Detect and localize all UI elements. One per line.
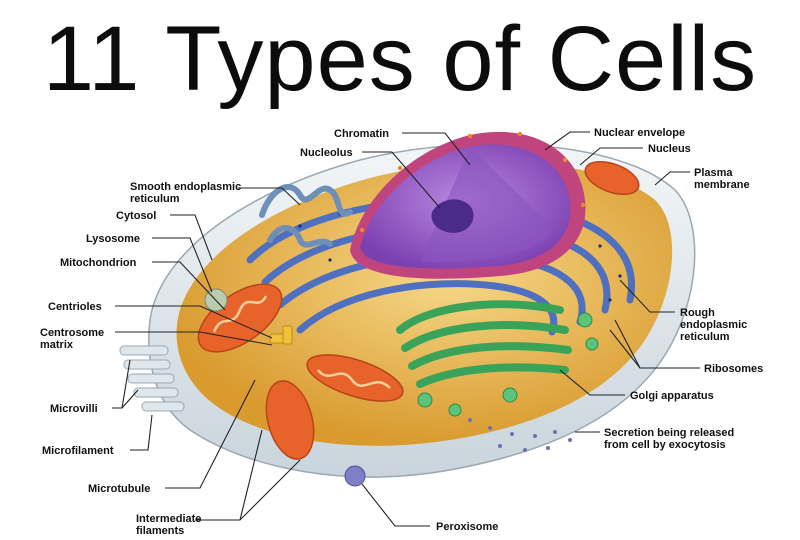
label-peroxisome: Peroxisome xyxy=(436,521,498,533)
label-centrosome-matrix-1: Centrosome xyxy=(40,327,104,339)
label-microfilament: Microfilament xyxy=(42,445,114,457)
label-smooth-er-1: Smooth endoplasmic xyxy=(130,181,241,193)
label-mitochondrion: Mitochondrion xyxy=(60,257,137,269)
label-nucleolus: Nucleolus xyxy=(300,147,353,159)
label-secretion-1: Secretion being released xyxy=(604,427,734,439)
label-microtubule: Microtubule xyxy=(88,483,150,495)
diagram-labels: Chromatin Nucleolus Smooth endoplasmic r… xyxy=(40,127,763,537)
label-plasma-membrane-2: membrane xyxy=(694,179,750,191)
label-intermediate-filaments-1: Intermediate xyxy=(136,513,201,525)
label-nuclear-envelope: Nuclear envelope xyxy=(594,127,685,139)
label-nucleus: Nucleus xyxy=(648,143,691,155)
leader-lines xyxy=(112,131,700,527)
peroxisome-shape xyxy=(344,465,366,487)
label-rough-er-3: reticulum xyxy=(680,331,730,343)
label-secretion-2: from cell by exocytosis xyxy=(604,439,726,451)
label-golgi: Golgi apparatus xyxy=(630,390,714,402)
page-title: 11 Types of Cells xyxy=(42,8,758,110)
golgi-vesicles xyxy=(417,312,599,417)
label-centrioles: Centrioles xyxy=(48,301,102,313)
label-ribosomes: Ribosomes xyxy=(704,363,763,375)
label-rough-er-1: Rough xyxy=(680,307,715,319)
label-lysosome: Lysosome xyxy=(86,233,140,245)
label-smooth-er-2: reticulum xyxy=(130,193,180,205)
label-chromatin: Chromatin xyxy=(334,128,389,140)
microvilli-shape xyxy=(119,345,185,412)
label-rough-er-2: endoplasmic xyxy=(680,319,747,331)
nucleolus-shape xyxy=(431,199,474,233)
label-centrosome-matrix-2: matrix xyxy=(40,339,74,351)
label-plasma-membrane-1: Plasma xyxy=(694,167,733,179)
label-intermediate-filaments-2: filaments xyxy=(136,525,184,537)
label-microvilli: Microvilli xyxy=(50,403,98,415)
exocytosis-dots xyxy=(468,418,572,452)
centrioles-shape xyxy=(269,325,293,345)
golgi-shape xyxy=(396,300,572,388)
label-cytosol: Cytosol xyxy=(116,210,156,222)
smooth-er-shape xyxy=(259,184,353,248)
